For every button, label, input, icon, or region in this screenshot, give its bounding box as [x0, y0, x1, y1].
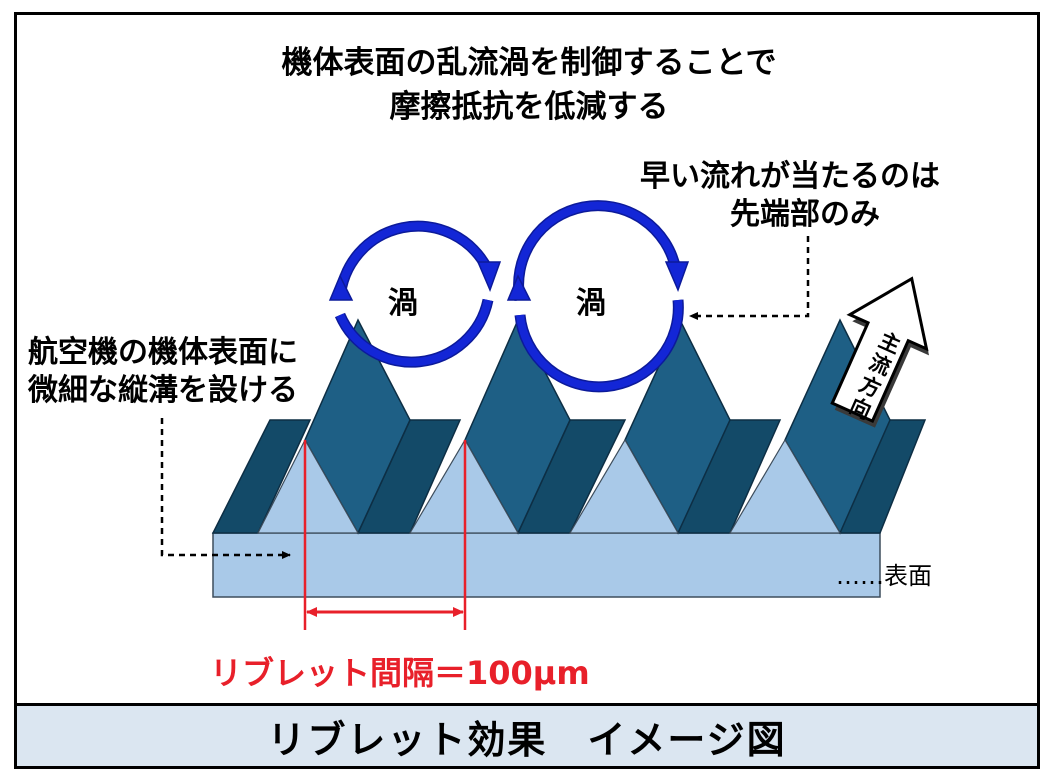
aircraft-callout-line-2: 微細な縦溝を設ける [28, 373, 298, 408]
footer-title: リブレット効果 イメージ図 [267, 717, 787, 762]
headline-line-1: 機体表面の乱流渦を制御することで [281, 45, 777, 81]
flow-direction-arrow [830, 276, 930, 428]
fast-flow-callout-line-1: 早い流れが当たるのは [640, 159, 940, 194]
spacing-indicator [303, 440, 467, 630]
aircraft-leader [160, 418, 291, 559]
aircraft-callout-line-1: 航空機の機体表面に [28, 335, 298, 370]
surface-label: ……表面 [836, 562, 932, 590]
spacing-label: リブレット間隔＝100μm [210, 654, 590, 692]
surface-slab [212, 532, 881, 598]
vortex-2 [506, 200, 690, 393]
footer-caption-bar: リブレット効果 イメージ図 [14, 703, 1040, 769]
vortex-label-1: 渦 [388, 286, 418, 321]
headline-line-2: 摩擦抵抗を低減する [389, 89, 669, 125]
fast-flow-callout-line-2: 先端部のみ [730, 197, 880, 232]
fast-flow-leader [689, 236, 810, 320]
vortex-label-2: 渦 [576, 286, 606, 321]
vortex-1 [328, 220, 502, 368]
